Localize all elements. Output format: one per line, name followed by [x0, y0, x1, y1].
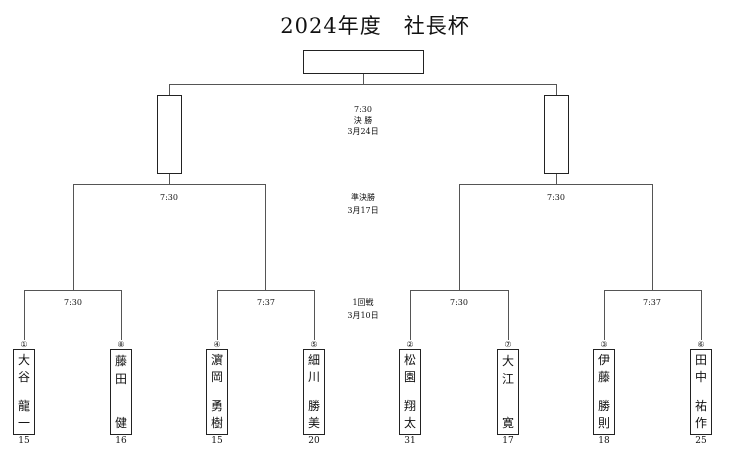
bracket-line — [556, 84, 557, 95]
seed-number: ② — [406, 340, 414, 349]
bracket-line — [604, 290, 605, 340]
player-score: 31 — [404, 436, 416, 446]
player-score: 17 — [502, 436, 514, 446]
first-round-time: 7:30 — [450, 298, 468, 307]
bracket-line — [169, 174, 170, 184]
seed-number: ⑤ — [310, 340, 318, 349]
player-name-box: 伊藤勝則 — [593, 349, 615, 435]
final-date: 3月24日 — [347, 127, 379, 136]
first-round-date: 3月10日 — [347, 311, 379, 320]
semi-left-time: 7:30 — [160, 193, 178, 202]
seed-number: ⑧ — [117, 340, 125, 349]
bracket-line — [410, 290, 509, 291]
bracket-line — [314, 290, 315, 340]
seed-number: ③ — [600, 340, 608, 349]
bracket-line — [217, 290, 218, 340]
seed-number: ⑦ — [504, 340, 512, 349]
seed-number: ① — [20, 340, 28, 349]
final-time: 7:30 — [354, 105, 372, 114]
bracket-line — [556, 174, 557, 184]
semi-date: 3月17日 — [347, 206, 379, 215]
bracket-line — [73, 184, 74, 290]
bracket-line — [701, 290, 702, 340]
finalist-box-right — [544, 95, 569, 174]
seed-number: ⑥ — [697, 340, 705, 349]
bracket-line — [265, 184, 266, 290]
bracket-line — [24, 290, 122, 291]
first-round-time: 7:30 — [64, 298, 82, 307]
bracket-line — [73, 184, 266, 185]
bracket-line — [652, 184, 653, 290]
bracket-line — [459, 184, 460, 290]
bracket-line — [459, 184, 653, 185]
bracket-line — [363, 74, 364, 84]
bracket-line — [169, 84, 557, 85]
player-score: 18 — [598, 436, 610, 446]
player-name-box: 大谷龍一 — [13, 349, 35, 435]
player-score: 20 — [308, 436, 320, 446]
first-round-time: 7:37 — [643, 298, 661, 307]
page-title: 2024年度 社長杯 — [280, 14, 470, 38]
semi-label: 準決勝 — [351, 193, 375, 202]
bracket-line — [604, 290, 702, 291]
bracket-line — [410, 290, 411, 340]
champion-box — [303, 50, 424, 74]
final-label: 決 勝 — [353, 116, 373, 125]
first-round-time: 7:37 — [257, 298, 275, 307]
player-name-box: 大江寛 — [497, 349, 519, 435]
player-name-box: 田中祐作 — [690, 349, 712, 435]
bracket-line — [169, 84, 170, 95]
player-score: 15 — [18, 436, 30, 446]
player-name-box: 細川勝美 — [303, 349, 325, 435]
player-name-box: 松園翔太 — [399, 349, 421, 435]
bracket-line — [508, 290, 509, 340]
player-name-box: 藤田健 — [110, 349, 132, 435]
finalist-box-left — [157, 95, 182, 174]
player-score: 15 — [211, 436, 223, 446]
first-round-label: 1回戦 — [352, 298, 374, 307]
player-name-box: 濵岡勇樹 — [206, 349, 228, 435]
bracket-line — [217, 290, 315, 291]
player-score: 16 — [115, 436, 127, 446]
player-score: 25 — [695, 436, 707, 446]
bracket-line — [121, 290, 122, 340]
semi-right-time: 7:30 — [547, 193, 565, 202]
seed-number: ④ — [213, 340, 221, 349]
bracket-line — [24, 290, 25, 340]
